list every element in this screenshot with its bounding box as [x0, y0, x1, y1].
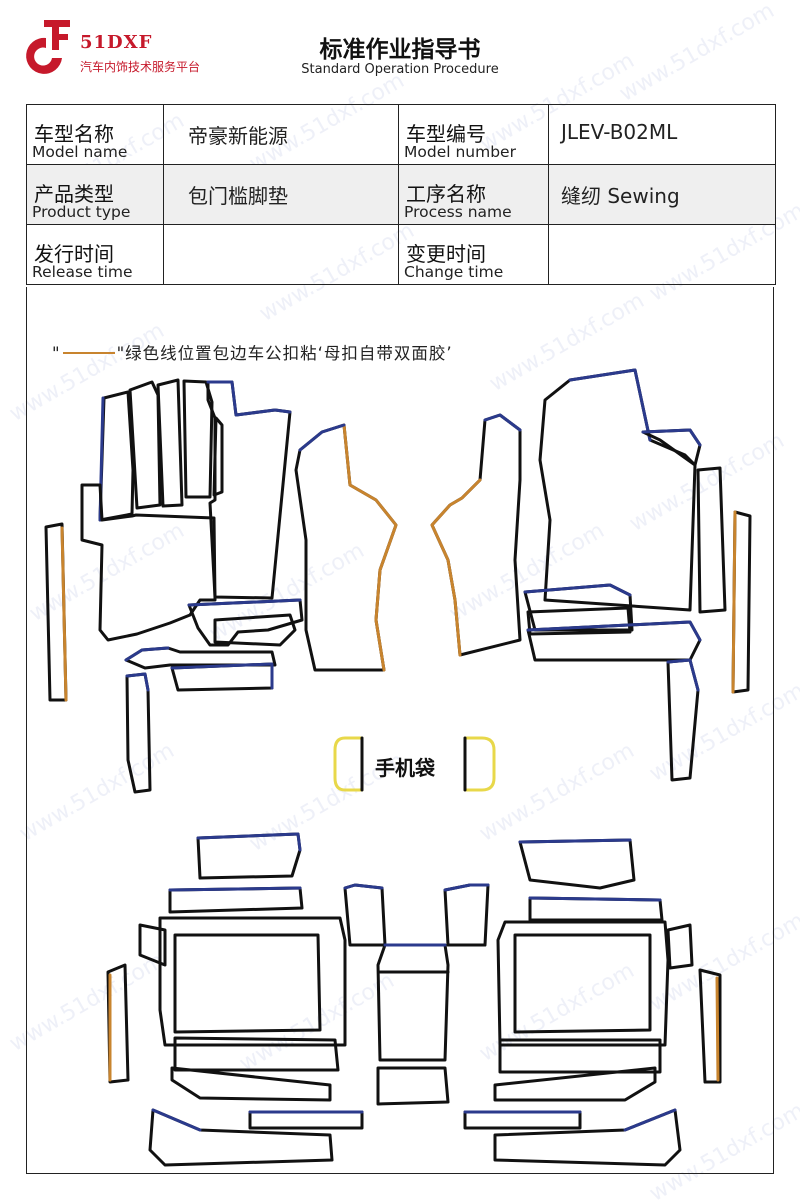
brand-subtitle: 汽车内饰技术服务平台: [80, 60, 201, 74]
rear-left-mat: [106, 832, 387, 1167]
front-right-mat: [430, 368, 752, 782]
label-en: Release time: [32, 263, 133, 281]
document-subtitle: Standard Operation Procedure: [301, 62, 499, 77]
label-cell-process-name: 工序名称 Process name: [398, 164, 549, 225]
label-cell-model-name: 车型名称 Model name: [26, 104, 164, 165]
rear-center-mat: [376, 943, 450, 1106]
label-cn: 车型编号: [406, 122, 486, 146]
note-text: "绿色线位置包边车公扣粘‘母扣自带双面胶’: [116, 344, 453, 363]
info-table: 车型名称 Model name 帝豪新能源 车型编号 Model number …: [26, 104, 776, 285]
document-header: 51DXF 汽车内饰技术服务平台 标准作业指导书 Standard Operat…: [0, 0, 800, 100]
label-cn: 发行时间: [34, 242, 114, 266]
model-number-value: JLEV-B02ML: [561, 120, 678, 144]
label-cn: 工序名称: [406, 182, 486, 206]
label-cn: 变更时间: [406, 242, 486, 266]
value-cell-model-number: JLEV-B02ML: [548, 104, 776, 165]
label-en: Process name: [404, 203, 512, 221]
label-cell-model-number: 车型编号 Model number: [398, 104, 549, 165]
label-cell-product-type: 产品类型 Product type: [26, 164, 164, 225]
brand-logo-icon: [26, 20, 70, 74]
phone-bag-label: 手机袋: [375, 756, 435, 780]
sewing-note: " "绿色线位置包边车公扣粘‘母扣自带双面胶’: [52, 340, 453, 364]
label-en: Product type: [32, 203, 131, 221]
model-name-value: 帝豪新能源: [188, 124, 288, 148]
label-cell-release-time: 发行时间 Release time: [26, 224, 164, 285]
label-cn: 产品类型: [34, 182, 114, 206]
product-type-value: 包门槛脚垫: [188, 184, 288, 208]
label-cn: 车型名称: [34, 122, 114, 146]
value-cell-change-time: [548, 224, 776, 285]
value-cell-model-name: 帝豪新能源: [163, 104, 399, 165]
phone-bag-markers: [333, 736, 496, 792]
info-row-model: 车型名称 Model name 帝豪新能源 车型编号 Model number …: [26, 104, 776, 165]
label-en: Model number: [404, 143, 516, 161]
value-cell-product-type: 包门槛脚垫: [163, 164, 399, 225]
info-row-time: 发行时间 Release time 变更时间 Change time: [26, 224, 776, 285]
value-cell-release-time: [163, 224, 399, 285]
value-cell-process-name: 缝纫 Sewing: [548, 164, 776, 225]
label-en: Change time: [404, 263, 504, 281]
note-quote-open: ": [52, 344, 61, 363]
rear-right-mat: [443, 838, 722, 1167]
label-en: Model name: [32, 143, 128, 161]
process-name-value: 缝纫 Sewing: [561, 184, 680, 208]
brand-name: 51DXF: [80, 32, 153, 53]
label-cell-change-time: 变更时间 Change time: [398, 224, 549, 285]
diagram-panel: [26, 287, 774, 1174]
front-left-mat: [44, 378, 398, 794]
orange-line-sample: [62, 351, 115, 354]
document-title: 标准作业指导书: [319, 37, 481, 63]
info-row-product: 产品类型 Product type 包门槛脚垫 工序名称 Process nam…: [26, 164, 776, 225]
